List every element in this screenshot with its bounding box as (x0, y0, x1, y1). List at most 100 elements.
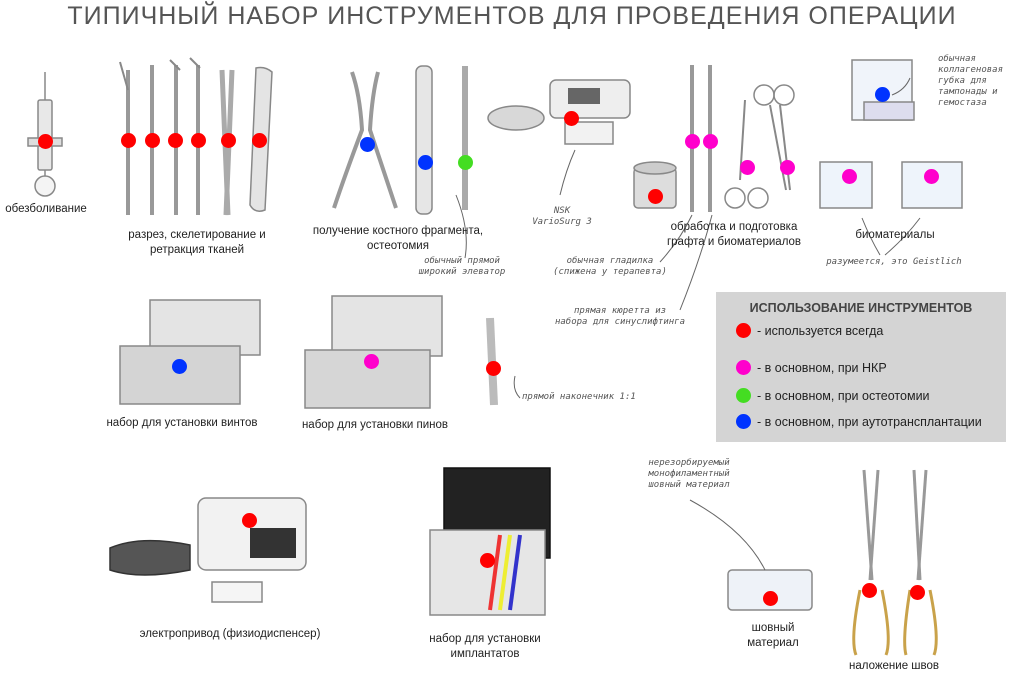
label-suture-material-line2: материал (747, 637, 799, 649)
note-curette-line1: прямая кюретта из (573, 306, 667, 316)
legend-swatch-green (736, 388, 751, 403)
label-graft-line1: обработка и подготовка (670, 221, 798, 233)
smoother-arrow (659, 214, 693, 263)
note-curette: прямая кюретта из набора для синуслифтин… (545, 306, 695, 328)
note-monofilament: нерезорбируемый монофиламентный шовный м… (634, 458, 744, 491)
dot-incision-6-always (252, 133, 267, 148)
note-nsk-line2: VarioSurg 3 (532, 217, 592, 227)
label-anesthesia: обезболивание (5, 203, 87, 215)
dot-anesthesia-always (38, 134, 53, 149)
note-collagen-line5: гемостаза (938, 98, 987, 108)
dot-rongeur-autotransplant (360, 137, 375, 152)
dot-incision-4-always (191, 133, 206, 148)
note-elevator: обычный прямой широкий элеватор (412, 256, 512, 278)
label-bone-line1: получение костного фрагмента, (312, 225, 484, 237)
dot-physiodispenser-always (242, 513, 257, 528)
dot-needle-holder-1-always (862, 583, 877, 598)
note-geistlich: разумеется, это Geistlich (826, 257, 962, 267)
label-incision-line2: ретракция тканей (149, 244, 245, 256)
dot-collagen-autotransplant (875, 87, 890, 102)
needle-holders-illustration (852, 469, 938, 656)
note-monofil-line1: нерезорбируемый (648, 458, 730, 468)
nsk-variosurg-illustration (487, 79, 631, 145)
elevator-arrow (455, 194, 467, 259)
dot-needle-holder-2-always (910, 585, 925, 600)
note-collagen-line1: обычная (938, 54, 976, 64)
note-smoother: обычная гладилка (спижена у терапевта) (540, 256, 680, 278)
note-elevator-line1: обычный прямой (424, 256, 500, 266)
pin-set-box-illustration (304, 295, 443, 409)
note-nsk: NSK VarioSurg 3 (522, 206, 602, 228)
legend-item-autotransplant: - в основном, при аутотрансплантации (736, 414, 982, 429)
note-smoother-line2: (спижена у терапевта) (553, 267, 667, 277)
collagen-arrow (891, 77, 911, 96)
dot-biomaterial-1-nkr (842, 169, 857, 184)
note-monofil-line2: монофиламентный (648, 469, 730, 479)
note-curette-line2: набора для синуслифтинга (554, 317, 686, 327)
note-collagen-line3: губка для (938, 76, 987, 86)
dot-incision-3-always (168, 133, 183, 148)
legend-swatch-red (736, 323, 751, 338)
dot-scissors-nkr (740, 160, 755, 175)
note-elevator-line2: широкий элеватор (418, 267, 506, 277)
dot-implant-kit-always (480, 553, 495, 568)
label-incision-line1: разрез, скелетирование и (128, 229, 266, 241)
legend-text-nkr: - в основном, при НКР (757, 360, 887, 375)
label-biomaterials: биоматериалы (855, 229, 935, 241)
dot-chisel-osteotomy (458, 155, 473, 170)
dot-suture-material-always (763, 591, 778, 606)
screw-set-box-illustration (119, 299, 261, 405)
page-title: ТИПИЧНЫЙ НАБОР ИНСТРУМЕНТОВ ДЛЯ ПРОВЕДЕН… (67, 2, 957, 30)
dot-pin-set-nkr (364, 354, 379, 369)
dot-incision-5-always (221, 133, 236, 148)
label-pin-set: набор для установки пинов (301, 419, 449, 431)
dot-biomaterial-2-nkr (924, 169, 939, 184)
curette-arrow (679, 214, 713, 311)
dot-handpiece-always (486, 361, 501, 376)
legend-item-osteotomy: - в основном, при остеотомии (736, 388, 930, 403)
legend-swatch-blue (736, 414, 751, 429)
rongeur-and-elevator-illustration (332, 65, 468, 215)
note-collagen: обычная коллагеновая губка для тампонады… (938, 54, 1024, 109)
geistlich-arrow-2 (884, 217, 921, 256)
dot-screw-set-autotransplant (172, 359, 187, 374)
legend-item-always: - используется всегда (736, 323, 883, 338)
label-implant-kit-line2: имплантатов (450, 648, 520, 660)
dot-graft-cup-always (648, 189, 663, 204)
legend-box: ИСПОЛЬЗОВАНИЕ ИНСТРУМЕНТОВ - используетс… (716, 292, 1006, 442)
label-graft-line2: графта и биоматериалов (666, 236, 802, 248)
label-suture-material-line1: шовный (751, 622, 795, 634)
note-handpiece: прямой наконечник 1:1 (522, 392, 636, 402)
handpiece-arrow (513, 375, 521, 399)
suture-pack-illustration (727, 569, 813, 611)
legend-text-osteotomy: - в основном, при остеотомии (757, 388, 930, 403)
label-physiodispenser: электропривод (физиодиспенсер) (139, 628, 321, 640)
dot-curette-nkr (703, 134, 718, 149)
nsk-arrow (559, 149, 576, 196)
dot-elevator-autotransplant (418, 155, 433, 170)
dot-nsk-always (564, 111, 579, 126)
physiodispenser-illustration (109, 497, 307, 603)
dot-forceps-nkr (780, 160, 795, 175)
biomaterial-boxes-illustration (819, 59, 963, 209)
dot-incision-1-always (121, 133, 136, 148)
legend-swatch-pink (736, 360, 751, 375)
monofil-arrow (689, 499, 766, 571)
legend-item-nkr: - в основном, при НКР (736, 360, 887, 375)
implant-kit-illustration (429, 467, 551, 616)
legend-text-autotransplant: - в основном, при аутотрансплантации (757, 414, 982, 429)
geistlich-arrow-1 (861, 217, 881, 256)
label-implant-kit-line1: набор для установки (429, 633, 541, 645)
note-collagen-line2: коллагеновая (938, 65, 1004, 75)
note-smoother-line1: обычная гладилка (566, 256, 654, 266)
dot-smoother-nkr (685, 134, 700, 149)
dot-incision-2-always (145, 133, 160, 148)
label-bone-line2: остеотомия (367, 240, 429, 252)
label-suturing: наложение швов (848, 660, 940, 672)
note-nsk-line1: NSK (553, 206, 571, 216)
legend-text-always: - используется всегда (757, 323, 884, 338)
note-collagen-line4: тампонады и (938, 87, 998, 97)
note-monofil-line3: шовный материал (648, 480, 730, 490)
legend-title: ИСПОЛЬЗОВАНИЕ ИНСТРУМЕНТОВ (749, 301, 973, 315)
